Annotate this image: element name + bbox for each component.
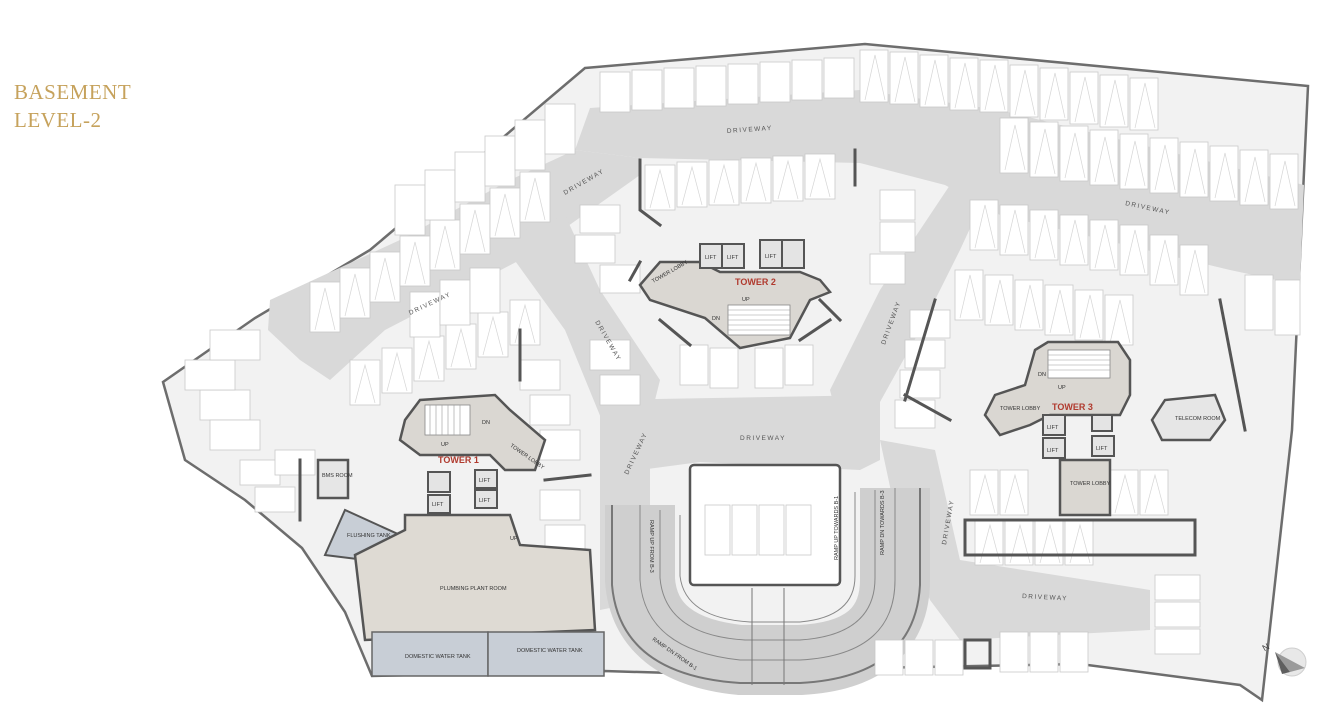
tower-3-lift-3: LIFT xyxy=(1096,446,1108,452)
driveway-label-central: DRIVEWAY xyxy=(740,435,786,442)
ramp-dn-towards-b3-label: RAMP DN TOWARDS B-3 xyxy=(880,490,886,555)
domestic-water-tank-1-label: DOMESTIC WATER TANK xyxy=(405,654,471,660)
tower-1-core: TOWER 1 TOWER LOBBY UP DN LIFT LIFT LIFT xyxy=(398,393,547,514)
plumbing-plant-room-label: PLUMBING PLANT ROOM xyxy=(440,586,507,592)
structural-walls xyxy=(298,148,1247,670)
flushing-tank-label: FLUSHING TANK xyxy=(347,533,391,539)
tower-3-lift-2: LIFT xyxy=(1047,448,1059,454)
tower-1-lift-1: LIFT xyxy=(479,478,491,484)
tower-2-core: TOWER 2 TOWER LOBBY LIFT LIFT LIFT UP DN xyxy=(638,239,833,350)
driveway-label-north: DRIVEWAY xyxy=(727,125,773,135)
driveway-southeast xyxy=(880,440,1150,640)
tower-1-up-label: UP xyxy=(441,442,449,448)
bms-room: BMS ROOM xyxy=(316,458,353,500)
tower-3-core: TOWER 3 TOWER LOBBY TOWER LOBBY LIFT LIF… xyxy=(983,340,1132,517)
tower-3-dn-label: DN xyxy=(1038,372,1046,378)
tower-1-lift-2: LIFT xyxy=(479,498,491,504)
tower-2-lift-1: LIFT xyxy=(705,255,717,261)
bms-room-label: BMS ROOM xyxy=(322,473,353,479)
central-ramp xyxy=(605,463,930,695)
telecom-room-label: TELECOM ROOM xyxy=(1175,416,1221,422)
north-compass: N xyxy=(1261,641,1307,677)
domestic-water-tank-2-label: DOMESTIC WATER TANK xyxy=(517,648,583,654)
ramp-up-from-b3-label: RAMP UP FROM B-3 xyxy=(648,520,654,573)
parking-stalls xyxy=(184,49,1301,676)
driveway-east-diagonal xyxy=(830,185,990,430)
tower-2-dn-label: DN xyxy=(712,316,720,322)
driveway-label-southeast: DRIVEWAY xyxy=(1022,593,1068,602)
tower-3-up-label: UP xyxy=(1058,385,1066,391)
tower-1-dn-label: DN xyxy=(482,420,490,426)
tower-3-lobby-left-label: TOWER LOBBY xyxy=(1000,406,1041,412)
tower-1-lift-3: LIFT xyxy=(432,502,444,508)
driveway-central xyxy=(600,395,880,470)
tower-2-lift-2: LIFT xyxy=(727,255,739,261)
tower-2-label: TOWER 2 xyxy=(735,277,776,287)
north-label: N xyxy=(1261,641,1272,653)
tower-3-lobby-lower-label: TOWER LOBBY xyxy=(1070,481,1111,487)
tower-3-label: TOWER 3 xyxy=(1052,402,1093,412)
tower-1-label: TOWER 1 xyxy=(438,455,479,465)
plan-title: BASEMENT LEVEL-2 xyxy=(14,78,131,134)
tower-2-up-label: UP xyxy=(742,297,750,303)
plant-room-up-label: UP xyxy=(510,536,518,542)
tower-2-lift-3: LIFT xyxy=(765,254,777,260)
tower-3-lift-1: LIFT xyxy=(1047,425,1059,431)
domestic-water-tanks: DOMESTIC WATER TANK DOMESTIC WATER TANK xyxy=(371,631,605,677)
plan-title-line1: BASEMENT xyxy=(14,80,132,104)
plan-title-line2: LEVEL-2 xyxy=(14,108,102,132)
telecom-room: TELECOM ROOM xyxy=(1150,393,1227,442)
ramp-up-towards-b1-label: RAMP UP TOWARDS B-1 xyxy=(834,496,840,560)
